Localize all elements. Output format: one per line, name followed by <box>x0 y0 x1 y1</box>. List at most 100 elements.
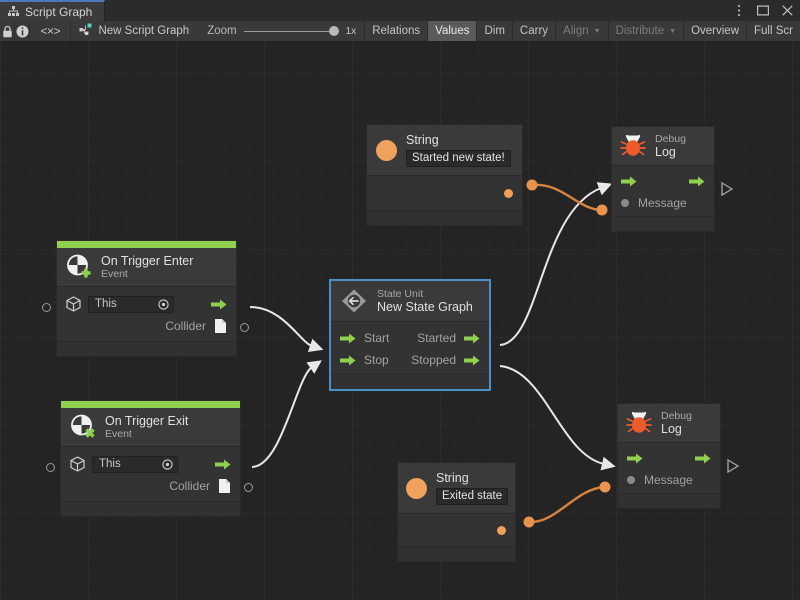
external-flow-out-port[interactable] <box>721 181 734 201</box>
variables-button[interactable]: <×> <box>30 21 72 41</box>
edge-enter-to-start <box>249 306 324 352</box>
started-port-label: Started <box>417 331 456 346</box>
node-debug-log-bottom[interactable]: Debug Log Message <box>617 403 721 510</box>
message-input-port[interactable] <box>627 476 635 485</box>
maximize-icon[interactable] <box>756 4 770 18</box>
graph-hierarchy-icon <box>8 6 19 17</box>
relations-button[interactable]: Relations <box>364 21 427 41</box>
string-value-input[interactable]: Exited state <box>436 488 509 506</box>
flow-in-arrow-icon[interactable] <box>621 176 637 187</box>
fullscreen-button[interactable]: Full Scr <box>746 21 800 41</box>
collider-document-icon[interactable] <box>214 318 227 334</box>
event-accent-bar <box>57 241 236 248</box>
node-title: String <box>436 471 469 485</box>
start-port-label: Start <box>364 331 390 346</box>
flow-in-arrow-icon[interactable] <box>340 355 356 366</box>
node-footer <box>367 210 522 226</box>
external-target-input-port[interactable] <box>46 463 55 472</box>
node-footer <box>331 374 489 390</box>
target-object-field[interactable]: This <box>92 455 178 473</box>
node-body <box>398 514 515 547</box>
flow-in-arrow-icon[interactable] <box>627 453 643 464</box>
string-output-port[interactable] <box>497 525 506 535</box>
orange-value-ball-icon <box>406 477 427 499</box>
target-object-value: This <box>95 298 117 311</box>
message-input-port[interactable] <box>621 199 629 208</box>
collider-label: Collider <box>169 479 210 494</box>
dim-button[interactable]: Dim <box>476 21 511 41</box>
zoom-value: 1x <box>345 25 357 37</box>
flow-out-arrow-icon[interactable] <box>211 299 227 310</box>
string-output-port[interactable] <box>504 188 513 198</box>
port-row-output <box>367 176 522 210</box>
node-body: This Collider <box>61 447 240 502</box>
node-string-bottom[interactable]: String Exited state <box>397 462 516 563</box>
carry-button[interactable]: Carry <box>511 21 555 41</box>
graph-title-field[interactable]: New Script Graph <box>71 21 199 41</box>
flow-in-arrow-icon[interactable] <box>340 333 356 344</box>
node-debug-log-top[interactable]: Debug Log Message <box>611 126 715 233</box>
node-on-trigger-enter[interactable]: On Trigger Enter Event This <box>56 240 237 358</box>
external-collider-output-port[interactable] <box>244 483 253 492</box>
graph-canvas[interactable]: String Started new state! <box>0 42 800 600</box>
info-icon <box>16 25 29 37</box>
node-title-group: State Unit New State Graph <box>377 288 473 314</box>
overview-button[interactable]: Overview <box>683 21 746 41</box>
node-title-group: Debug Log <box>661 410 692 436</box>
flow-out-arrow-icon[interactable] <box>689 176 705 187</box>
node-subtitle: Event <box>105 428 132 441</box>
zoom-slider-knob[interactable] <box>328 26 339 36</box>
node-title: On Trigger Enter <box>101 254 194 268</box>
zoom-control[interactable]: Zoom 1x <box>199 21 364 41</box>
port-row-start: Start Started <box>331 327 489 349</box>
node-state-unit[interactable]: State Unit New State Graph Start Started <box>330 280 490 391</box>
external-flow-out-port[interactable] <box>727 458 740 478</box>
node-header: String Started new state! <box>367 125 522 177</box>
collider-document-icon[interactable] <box>218 478 231 494</box>
target-object-value: This <box>99 458 121 471</box>
flow-out-arrow-icon[interactable] <box>464 355 480 366</box>
window-controls <box>732 0 794 21</box>
window-tab-bar: Script Graph <box>0 0 800 21</box>
kebab-menu-icon[interactable] <box>732 4 746 18</box>
zoom-slider[interactable] <box>243 25 339 37</box>
target-object-field[interactable]: This <box>88 295 174 313</box>
node-string-top[interactable]: String Started new state! <box>366 124 523 227</box>
debug-bug-icon <box>620 134 646 158</box>
flow-out-arrow-icon[interactable] <box>695 453 711 464</box>
node-subtitle: Debug <box>655 133 686 145</box>
fullscreen-label: Full Scr <box>754 25 793 37</box>
node-title: Log <box>661 422 682 437</box>
node-body: Message <box>618 443 720 494</box>
external-target-input-port[interactable] <box>42 303 51 312</box>
carry-label: Carry <box>519 25 549 37</box>
message-label: Message <box>638 196 687 211</box>
stopped-port-label: Stopped <box>411 353 456 368</box>
node-body <box>367 176 522 211</box>
event-enter-icon <box>66 254 92 280</box>
toolbar-right-group: Relations Values Dim Carry Align ▼ Distr… <box>364 21 800 41</box>
info-button[interactable] <box>15 21 31 41</box>
port-row-target: This <box>61 453 240 475</box>
edge-endpoint-dot <box>599 481 611 493</box>
event-accent-bar <box>61 401 240 408</box>
chevron-down-icon: ▼ <box>593 27 601 35</box>
external-collider-output-port[interactable] <box>240 323 249 332</box>
node-title-group: On Trigger Exit Event <box>105 414 188 440</box>
node-on-trigger-exit[interactable]: On Trigger Exit Event This <box>60 400 241 518</box>
collider-label: Collider <box>165 319 206 334</box>
lock-button[interactable] <box>0 21 16 41</box>
distribute-dropdown[interactable]: Distribute ▼ <box>607 21 684 41</box>
tab-script-graph[interactable]: Script Graph <box>0 0 106 21</box>
flow-out-arrow-icon[interactable] <box>464 333 480 344</box>
close-icon[interactable] <box>780 4 794 18</box>
zoom-label: Zoom <box>207 25 237 37</box>
overview-label: Overview <box>691 25 740 37</box>
object-picker-icon[interactable] <box>162 459 173 470</box>
string-value-input[interactable]: Started new state! <box>406 150 511 168</box>
flow-out-arrow-icon[interactable] <box>215 459 231 470</box>
values-button[interactable]: Values <box>427 21 477 41</box>
object-picker-icon[interactable] <box>158 299 169 310</box>
align-dropdown[interactable]: Align ▼ <box>555 21 608 41</box>
gameobject-cube-icon <box>66 296 81 313</box>
